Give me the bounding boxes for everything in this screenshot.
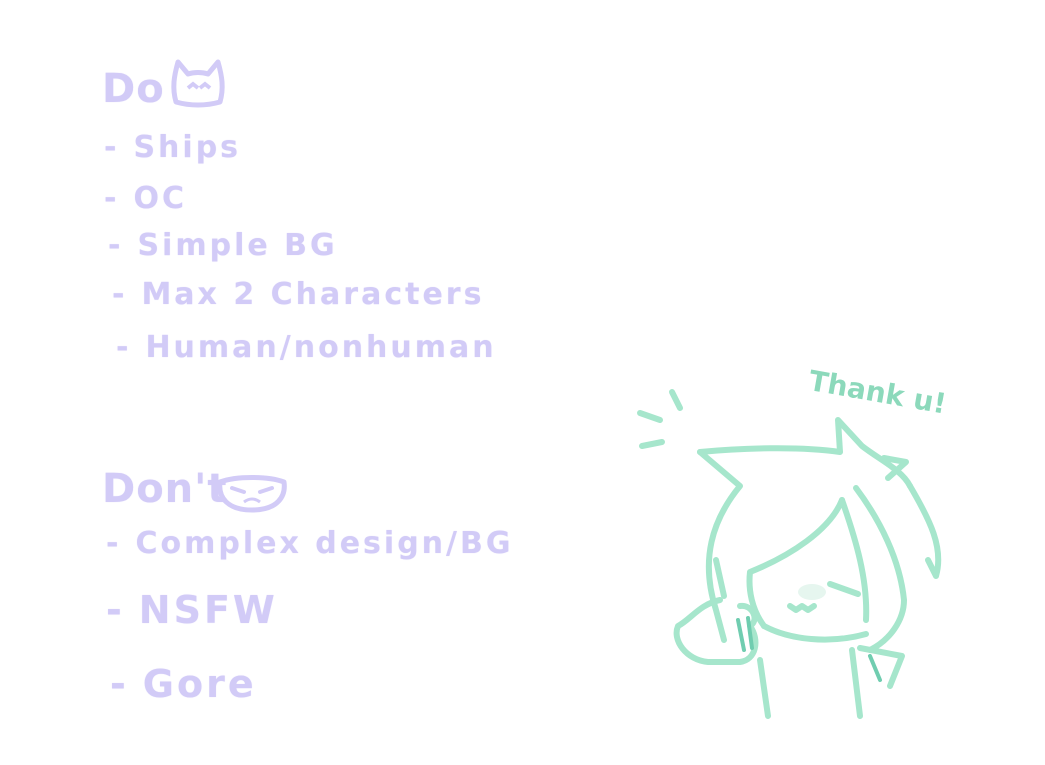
chibi-character-thumbs-up xyxy=(637,389,942,719)
do-item-ships: -Ships xyxy=(104,130,242,165)
dont-heading: Don't xyxy=(102,466,228,512)
dont-item-complex-design: -Complex design/BG xyxy=(106,526,514,561)
do-item-max-characters: -Max 2 Characters xyxy=(112,277,485,312)
do-item-simple-bg: -Simple BG xyxy=(108,228,338,263)
cat-face-icon xyxy=(171,59,225,108)
grumpy-face-icon xyxy=(217,475,287,513)
do-heading: Do xyxy=(102,66,165,112)
do-item-oc: -OC xyxy=(104,181,187,216)
dont-item-nsfw: -NSFW xyxy=(106,588,278,632)
do-item-human-nonhuman: -Human/nonhuman xyxy=(116,330,497,365)
dont-item-gore: -Gore xyxy=(110,662,257,706)
